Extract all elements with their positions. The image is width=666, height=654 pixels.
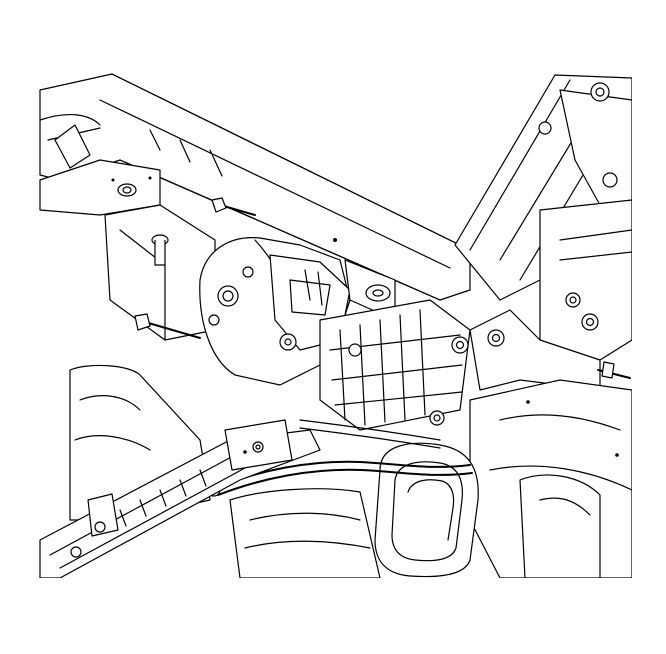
lower-center-panel — [229, 488, 381, 578]
air-outlet-duct — [374, 442, 479, 578]
lower-mounting-rail — [39, 419, 321, 578]
lower-right-duct — [469, 379, 632, 578]
right-arm-bracket — [469, 309, 631, 391]
left-support-post — [104, 204, 216, 341]
bolt-upper — [211, 197, 256, 216]
left-mounting-bracket — [39, 124, 161, 216]
right-side-housing — [539, 199, 632, 361]
ribbed-mounting-plate — [319, 299, 471, 431]
upper-crossmember — [39, 73, 471, 301]
bolt-lower-left — [134, 313, 201, 339]
